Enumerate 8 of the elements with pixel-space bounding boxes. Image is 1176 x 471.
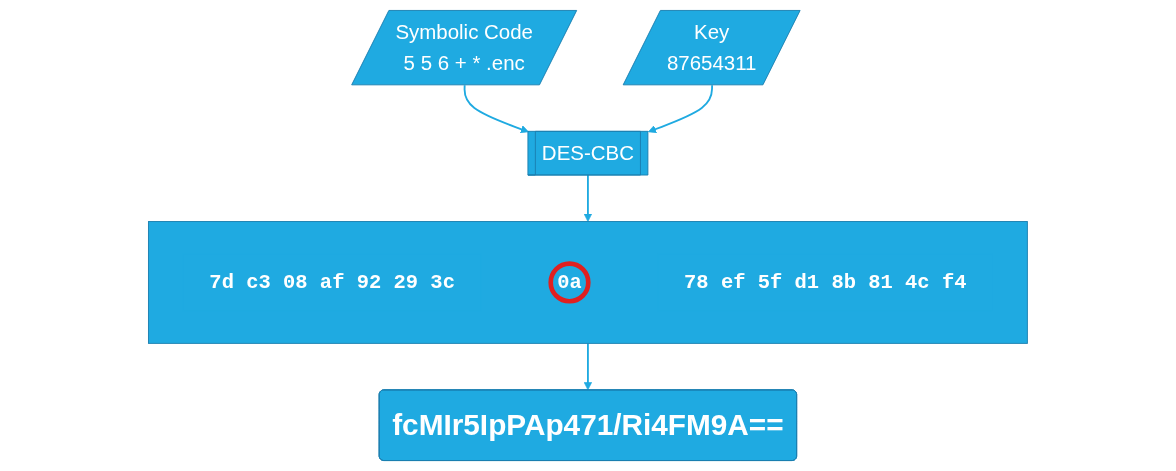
- arrow: [583, 342, 593, 391]
- arrow: [583, 174, 593, 222]
- arrow: [648, 84, 714, 134]
- arrow: [463, 84, 529, 134]
- cluster: [148, 221, 1028, 344]
- node-text: 78 ef 5f d1 8b 81 4c f4: [684, 270, 967, 295]
- node-circle: 0a: [548, 261, 591, 304]
- node-text: 7d c3 08 af 92 29 3c: [209, 270, 455, 295]
